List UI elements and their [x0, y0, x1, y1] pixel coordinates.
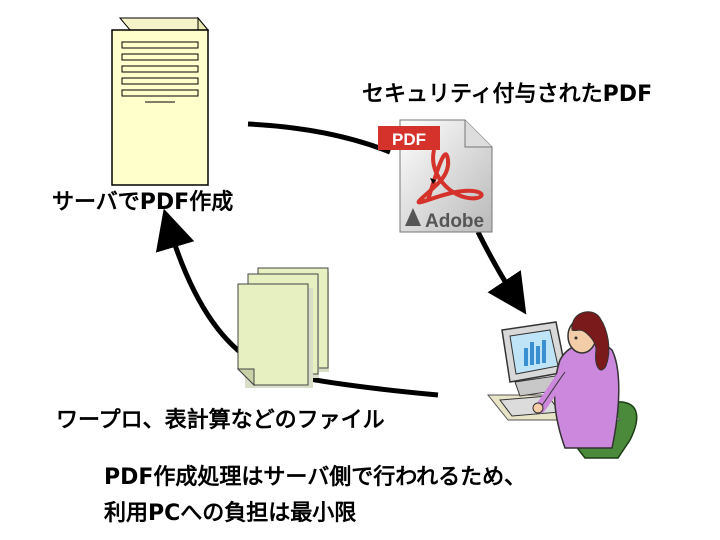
- arrow-server-to-pdf: [247, 121, 391, 155]
- arrow-pdf-to-pc: [475, 230, 527, 315]
- person-at-computer-icon: [486, 311, 638, 459]
- pdf-document-icon: PDF Adobe: [378, 119, 493, 233]
- caption-line-1: PDF作成処理はサーバ側で行われるため、: [104, 465, 527, 490]
- documents-stack-icon: [236, 267, 329, 388]
- server-label: サーバでPDF作成: [52, 190, 234, 215]
- pdf-brand-text: Adobe: [425, 211, 484, 232]
- server-icon: [111, 16, 210, 186]
- pdf-label: セキュリティ付与されたPDF: [362, 82, 653, 107]
- caption-line-2: 利用PCへの負担は最小限: [104, 501, 357, 526]
- files-label: ワープロ、表計算などのファイル: [56, 408, 385, 433]
- pdf-badge-text: PDF: [392, 130, 426, 149]
